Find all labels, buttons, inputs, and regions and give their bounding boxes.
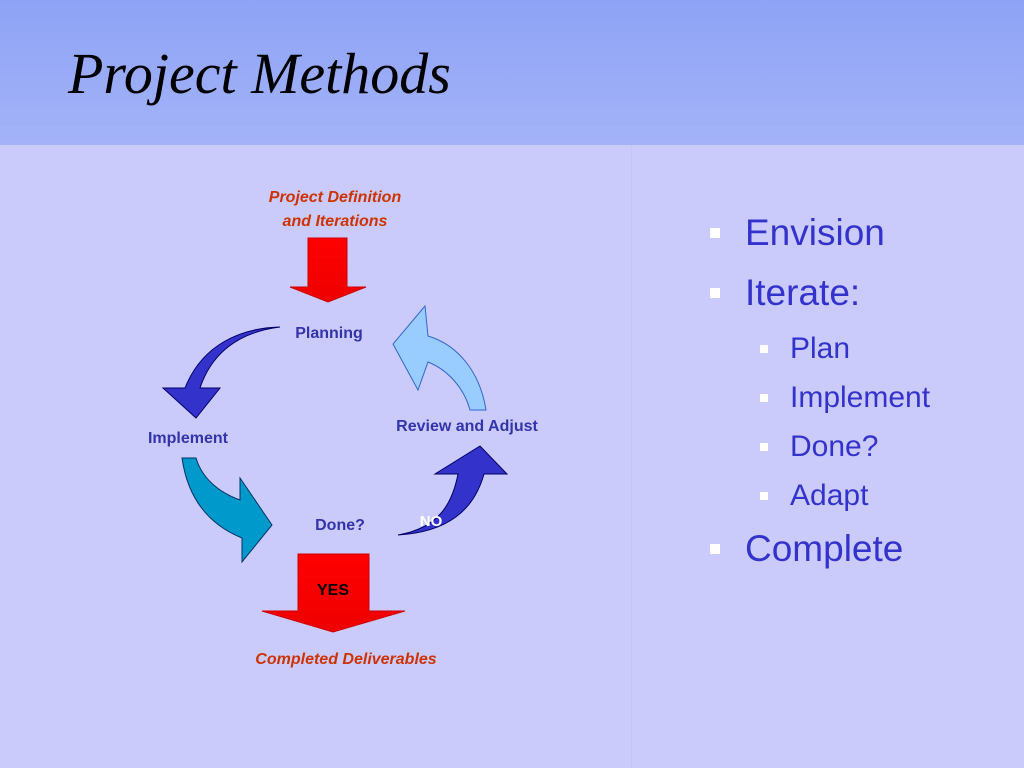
bullet-done: Done?: [705, 423, 1005, 472]
bullet-square-icon: [710, 544, 720, 554]
input-label-line2: and Iterations: [283, 213, 388, 230]
bullet-square-icon: [760, 345, 768, 353]
title-band: [0, 0, 1024, 145]
bullet-iterate: Iterate:: [705, 265, 1005, 325]
input-arrow: [289, 237, 367, 303]
output-label: Completed Deliverables: [255, 651, 437, 668]
bullet-square-icon: [710, 228, 720, 238]
yes-label: YES: [317, 582, 349, 599]
done-label: Done?: [315, 517, 365, 534]
bullet-envision: Envision: [705, 205, 1005, 265]
done-to-review-arrow: [397, 445, 509, 536]
bullet-text: Plan: [790, 332, 851, 365]
planning-label: Planning: [295, 325, 363, 342]
review-adjust-label: Review and Adjust: [396, 418, 538, 435]
content-divider: [631, 145, 632, 768]
review-to-planning-arrow: [392, 304, 487, 411]
bullet-text: Envision: [745, 212, 885, 253]
input-label-line1: Project Definition: [269, 189, 402, 206]
bullet-list: Envision Iterate: Plan Implement Done? A…: [705, 205, 1005, 581]
slide-title: Project Methods: [68, 41, 451, 106]
bullet-square-icon: [760, 443, 768, 451]
bullet-text: Implement: [790, 381, 931, 414]
implement-label: Implement: [148, 430, 229, 447]
bullet-square-icon: [760, 492, 768, 500]
bullet-text: Adapt: [790, 479, 869, 512]
bullet-square-icon: [710, 288, 720, 298]
bullet-plan: Plan: [705, 325, 1005, 374]
output-arrow: [261, 553, 406, 633]
bullet-text: Done?: [790, 430, 879, 463]
no-label: NO: [420, 513, 443, 530]
bullet-adapt: Adapt: [705, 472, 1005, 521]
bullet-implement: Implement: [705, 374, 1005, 423]
process-cycle-diagram: Project Definition and Iterations Planni…: [148, 189, 539, 668]
bullet-text: Complete: [745, 528, 904, 569]
bullet-complete: Complete: [705, 521, 1005, 581]
implement-to-done-arrow: [181, 457, 273, 564]
bullet-text: Iterate:: [745, 272, 861, 313]
bullet-square-icon: [760, 394, 768, 402]
planning-to-implement-arrow: [161, 326, 281, 419]
